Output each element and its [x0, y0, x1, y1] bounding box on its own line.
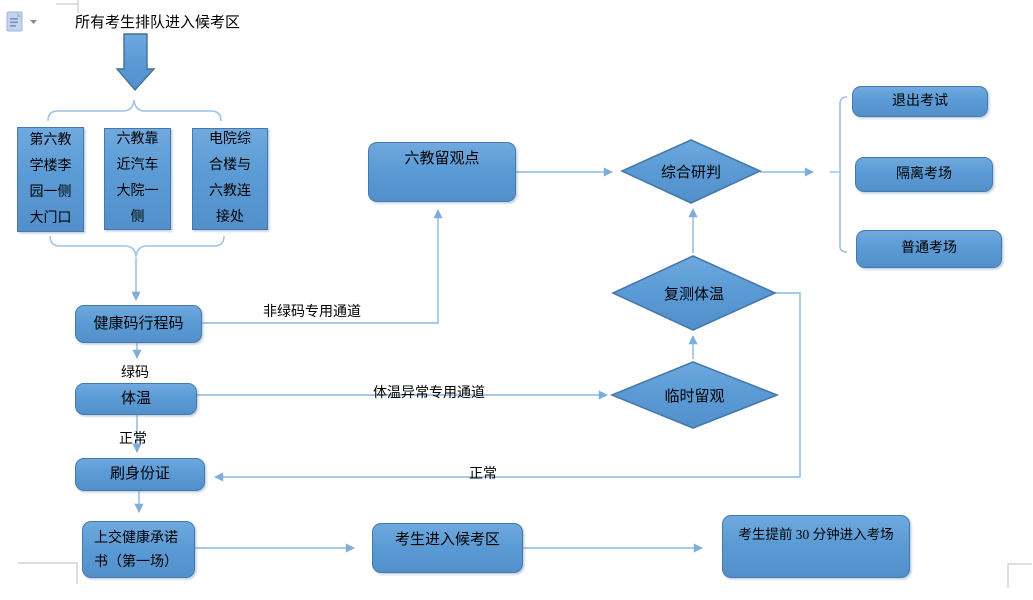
observation-point-box[interactable]: 六教留观点 [368, 142, 516, 202]
decision-judge-shape[interactable] [620, 139, 762, 204]
edge-healthcode-to-observation [202, 209, 443, 324]
brace-bottom [49, 235, 225, 258]
outcome-box-exit[interactable]: 退出考试 [852, 86, 988, 117]
commitment-box[interactable]: 上交健康承诺书（第一场） [82, 521, 195, 578]
waiting-area-box[interactable]: 考生进入候考区 [372, 523, 523, 573]
gate-box-2[interactable]: 六教靠近汽车大院一侧 [104, 128, 171, 230]
outcome-box-isolation[interactable]: 隔离考场 [855, 157, 993, 192]
gate-box-3[interactable]: 电院综合楼与六教连接处 [192, 128, 268, 230]
clipboard-paste-icon [6, 11, 23, 32]
brace-top [47, 99, 222, 122]
start-caption[interactable]: 所有考生排队进入候考区 [75, 15, 241, 31]
page-corner-mark-bottom-left [18, 562, 78, 584]
label-temp-abnormal-channel[interactable]: 体温异常专用通道 [373, 386, 485, 401]
paste-options-button[interactable] [4, 10, 42, 34]
edge-retest-normal-to-idcheck [214, 292, 801, 482]
temperature-box[interactable]: 体温 [75, 383, 197, 415]
decision-retest-shape[interactable] [611, 255, 777, 331]
label-normal-after-temp[interactable]: 正常 [119, 432, 147, 447]
decision-temphold-shape[interactable] [609, 361, 780, 429]
label-non-green-channel[interactable]: 非绿码专用通道 [263, 305, 361, 320]
chevron-down-icon [30, 20, 37, 24]
label-normal-after-retest[interactable]: 正常 [469, 467, 497, 482]
page-corner-mark-top [56, 0, 79, 13]
enter-room-box[interactable]: 考生提前 30 分钟进入考场 [722, 515, 910, 578]
page-corner-mark-bottom-right [1007, 563, 1032, 588]
outcome-bracket [830, 96, 848, 253]
connectors [131, 167, 814, 553]
id-check-box[interactable]: 刷身份证 [75, 458, 205, 491]
health-code-box[interactable]: 健康码行程码 [75, 305, 202, 343]
gate-box-1[interactable]: 第六教学楼李园一侧大门口 [17, 127, 84, 232]
down-arrow-shape[interactable] [115, 33, 156, 92]
outcome-box-normal-room[interactable]: 普通考场 [856, 230, 1002, 268]
label-green-code[interactable]: 绿码 [121, 366, 149, 381]
